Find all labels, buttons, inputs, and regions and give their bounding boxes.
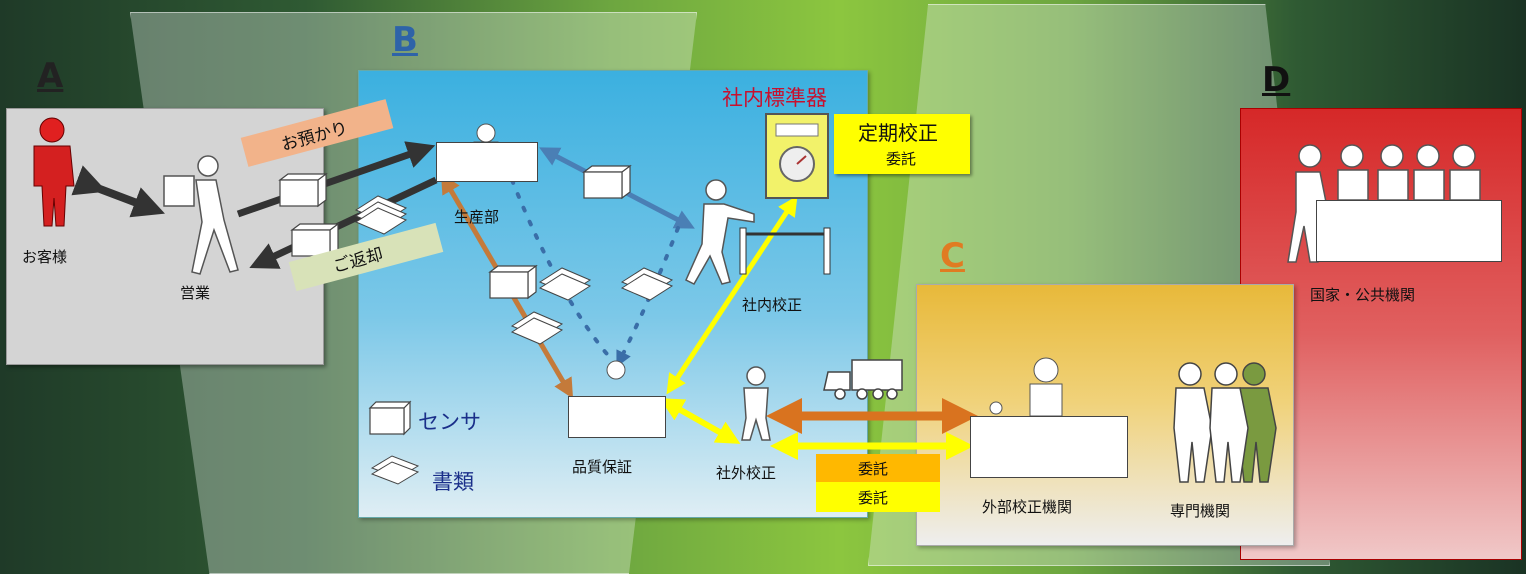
legend-sensor-label: センサ — [418, 410, 481, 434]
production-desk — [436, 142, 538, 182]
external-lab-desk — [970, 416, 1128, 478]
section-d-letter: D — [1262, 60, 1291, 100]
national-desk — [1316, 200, 1502, 262]
national-label: 国家・公共機関 — [1310, 286, 1416, 304]
periodic-consign-label: 委託 — [886, 150, 917, 168]
consign-orange-label: 委託 — [858, 460, 889, 478]
sales-label: 営業 — [180, 284, 211, 302]
consign-yellow-badge — [816, 482, 940, 512]
section-c-letter: C — [940, 236, 965, 276]
periodic-calibration-badge — [834, 114, 970, 174]
consign-orange-badge — [816, 454, 940, 482]
external-lab-label: 外部校正機関 — [982, 498, 1073, 516]
section-b-letter: B — [392, 20, 418, 60]
internal-standard-title: 社内標準器 — [722, 86, 827, 110]
sales-figure — [163, 155, 239, 275]
quality-assurance-label: 品質保証 — [572, 458, 633, 476]
section-a-letter: A — [37, 56, 64, 96]
periodic-calibration-label: 定期校正 — [858, 121, 938, 145]
internal-calibration-label: 社内校正 — [742, 296, 803, 314]
customer-figure — [33, 117, 75, 227]
customer-label: お客様 — [22, 248, 68, 266]
legend-documents-label: 書類 — [432, 470, 474, 494]
diagram-graphics — [33, 113, 1481, 485]
specialist-label: 専門機関 — [1170, 502, 1231, 520]
production-label: 生産部 — [454, 208, 500, 226]
external-calibration-label: 社外校正 — [716, 464, 777, 482]
consign-yellow-label: 委託 — [858, 489, 889, 507]
qa-desk — [568, 396, 666, 438]
